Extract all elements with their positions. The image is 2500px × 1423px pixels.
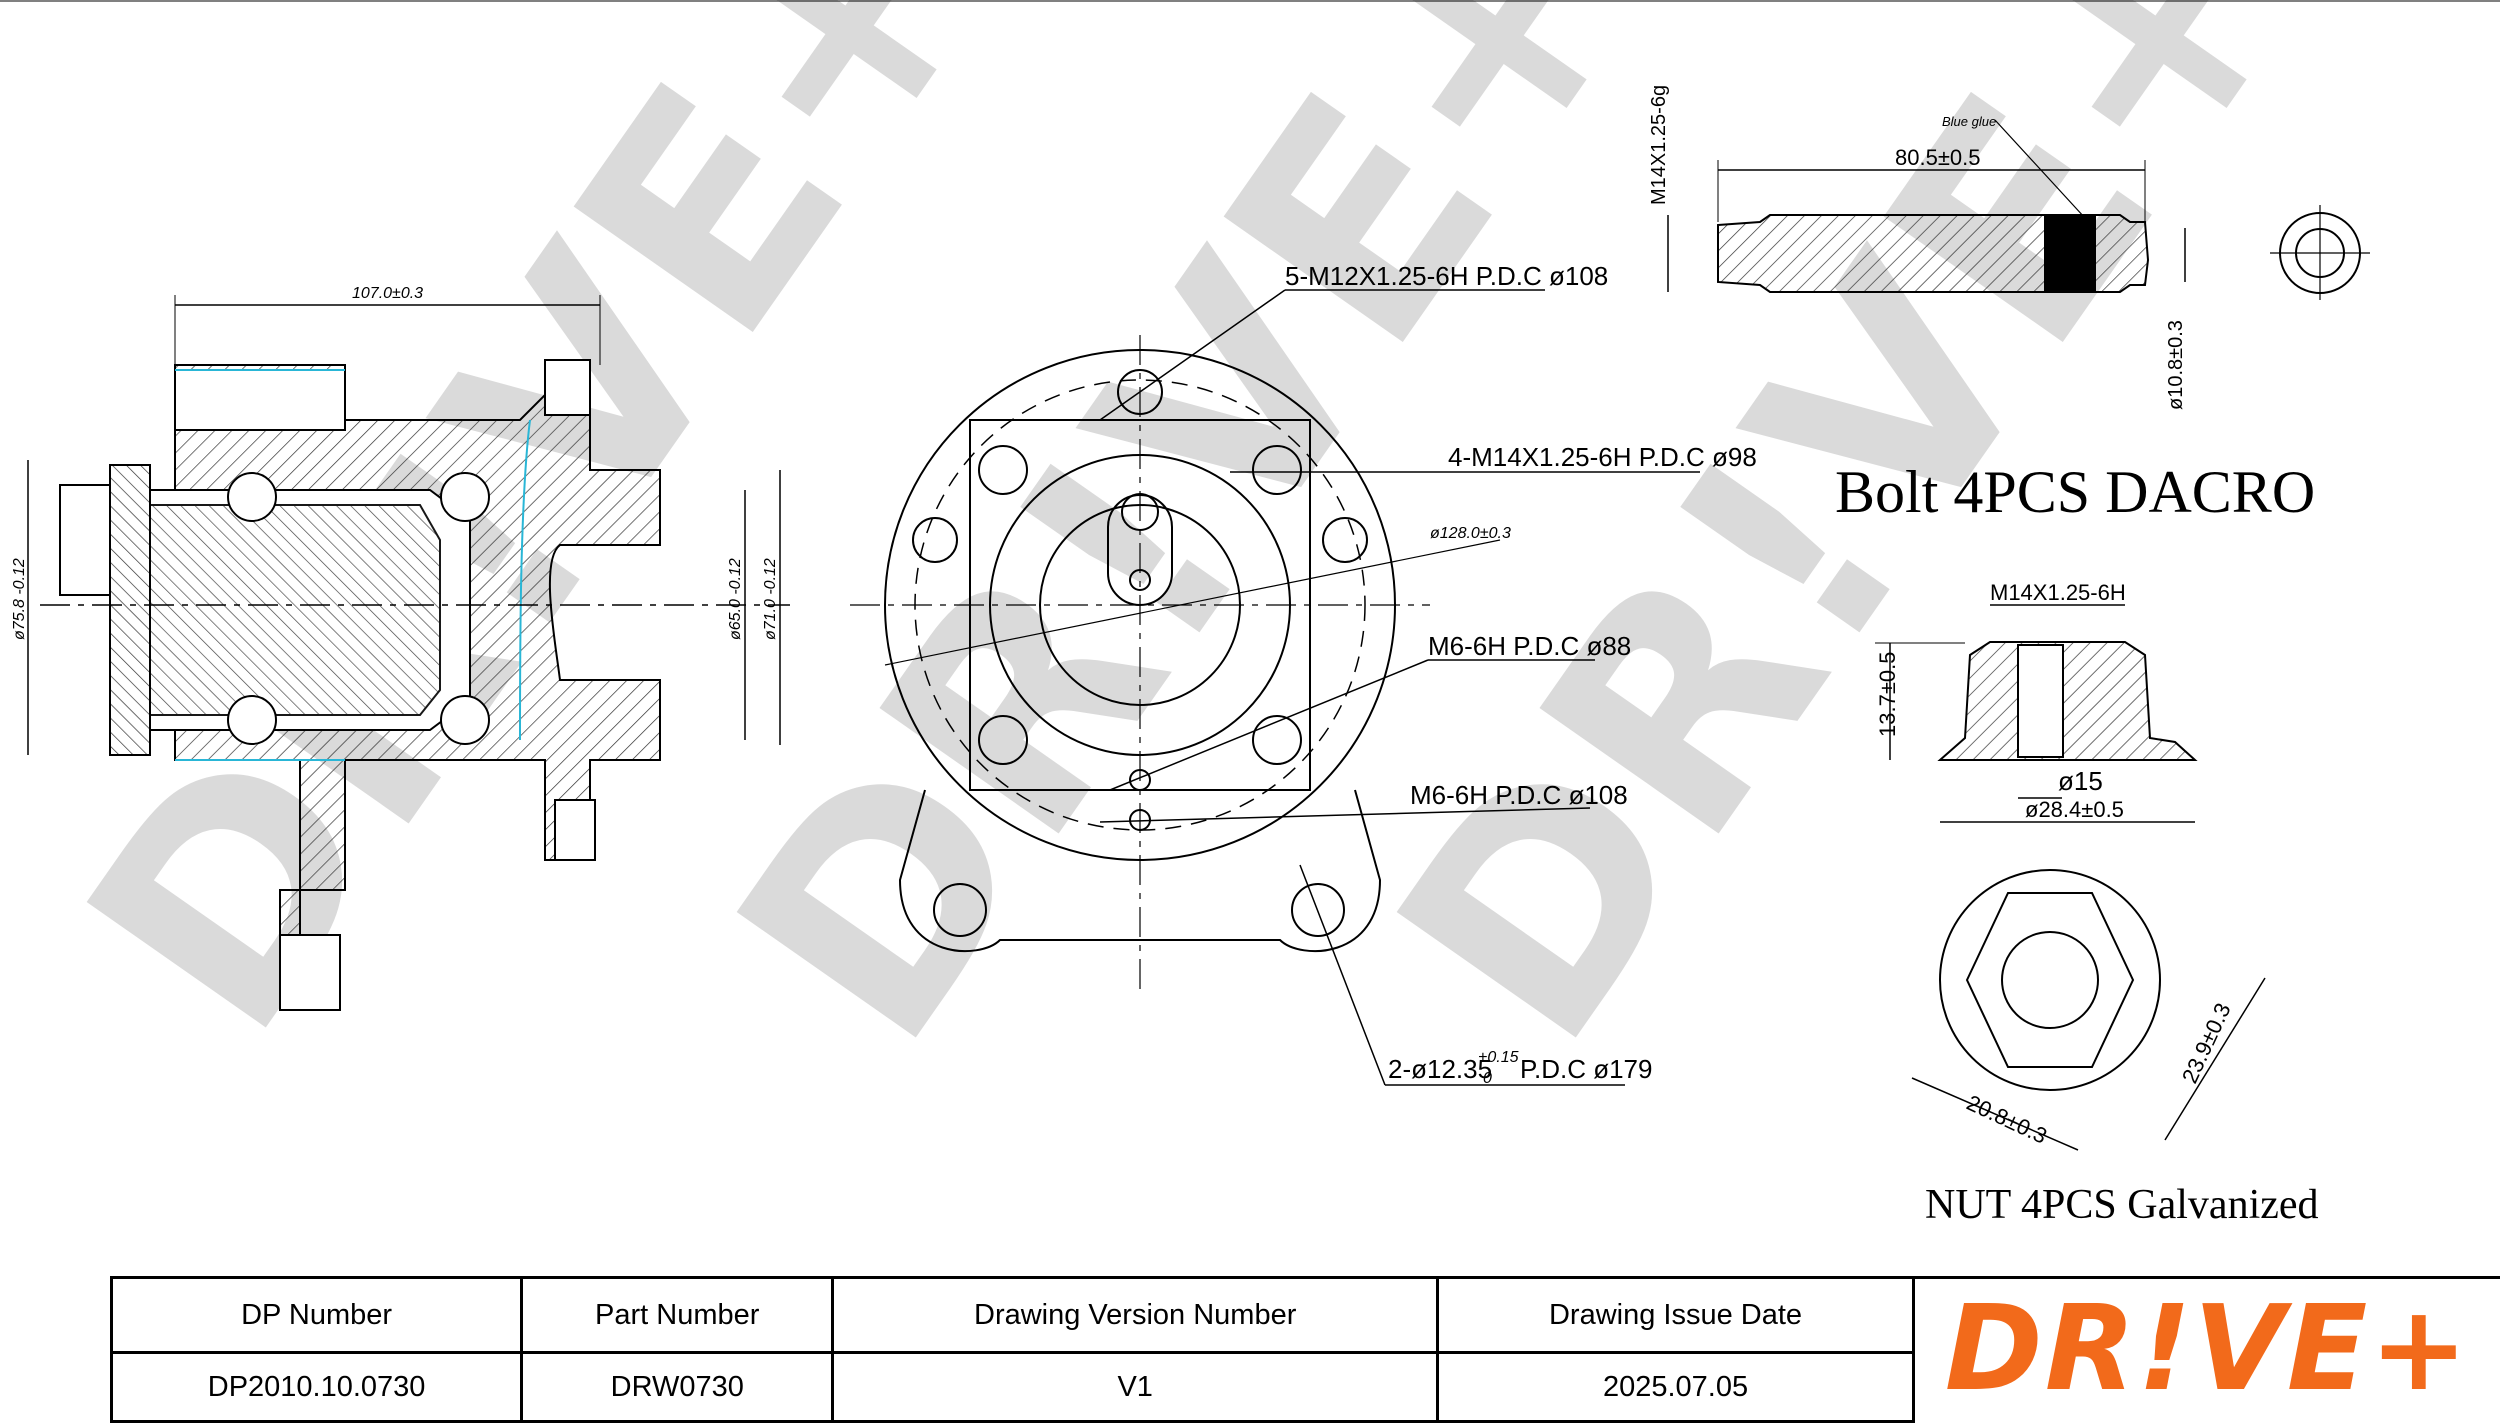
abs-ring [109, 464, 151, 756]
dim-dia-65: ø65.0 -0.12 [727, 558, 744, 640]
label-2-holes-tol-dn: 0 [1483, 1070, 1492, 1087]
hub-section-view [27, 295, 790, 1011]
header-part-number: Part Number [520, 1276, 835, 1354]
title-value-row: DP2010.10.0730 DRW0730 V1 2025.07.05 [109, 1351, 1915, 1423]
square-flange [969, 419, 1311, 791]
bearing-ball-4 [440, 695, 490, 745]
flange-stud-top [174, 369, 346, 431]
cap [59, 484, 111, 596]
value-version: V1 [831, 1351, 1440, 1423]
logo-cell: DR!VE+ [1915, 1276, 2500, 1417]
label-5-m12: 5-M12X1.25-6H P.D.C ø108 [1285, 261, 1608, 291]
nut-height-label: 13.7±0.5 [1875, 652, 1900, 737]
nut-thread-label: M14X1.25-6H [1990, 580, 2126, 605]
label-m6-108: M6-6H P.D.C ø108 [1410, 780, 1628, 810]
header-issue-date: Drawing Issue Date [1436, 1276, 1915, 1354]
label-2-holes-pdc: P.D.C ø179 [1520, 1054, 1652, 1084]
nut-bore [2017, 644, 2064, 758]
label-2-holes: 2-ø12.35 [1388, 1054, 1492, 1084]
bolt-blue-glue-band [2044, 214, 2096, 293]
label-m6-88: M6-6H P.D.C ø88 [1428, 631, 1631, 661]
label-2-holes-tol-up: +0.15 [1478, 1049, 1519, 1066]
nut-hexagon [1965, 892, 2135, 1068]
label-4-m14: 4-M14X1.25-6H P.D.C ø98 [1448, 442, 1757, 472]
bolt-drawing [1667, 119, 2370, 300]
flange-stud-bottom [279, 934, 341, 1011]
nut-across-flats-label: 20.8±0.3 [1963, 1090, 2051, 1149]
bolt-dia-label: ø10.8±0.3 [2165, 320, 2187, 410]
bearing-ball-2 [440, 472, 490, 522]
m14-hole-2 [1252, 445, 1302, 495]
nut-drawing [1875, 604, 2266, 1151]
cyan-edge [175, 369, 531, 761]
header-dp-number: DP Number [109, 1276, 524, 1354]
label-dia-128: ø128.0±0.3 [1430, 525, 1511, 542]
m14-hole-4 [1252, 715, 1302, 765]
bolt-body [1717, 214, 2150, 293]
title-block: DP Number Part Number Drawing Version Nu… [109, 1276, 2500, 1423]
nut-inner-label: ø15 [2058, 766, 2103, 796]
dim-length-107: 107.0±0.3 [352, 285, 423, 302]
header-version: Drawing Version Number [831, 1276, 1440, 1354]
value-issue-date: 2025.07.05 [1436, 1351, 1915, 1423]
m12-hole-left [912, 517, 958, 563]
lug-hole-right [1291, 883, 1345, 937]
title-table: DP Number Part Number Drawing Version Nu… [109, 1276, 1915, 1423]
dim-dia-75: ø75.8 -0.12 [11, 558, 28, 640]
m12-hole-right [1322, 517, 1368, 563]
dim-dia-71: ø71.0 -0.12 [762, 558, 779, 640]
lug-hole-left [933, 883, 987, 937]
nut-hole [2001, 931, 2099, 1029]
bolt-thread-label: M14X1.25-6g [1648, 85, 1670, 205]
bolt-length-label: 80.5±0.5 [1895, 145, 1980, 170]
nut-flange-circle [1939, 869, 2161, 1091]
nut-flange-label: ø28.4±0.5 [2025, 797, 2124, 822]
nut-caption: NUT 4PCS Galvanized [1925, 1182, 2319, 1228]
mounting-lug [898, 789, 1382, 953]
value-part-number: DRW0730 [520, 1351, 835, 1423]
hub-inner-shaft [149, 504, 441, 716]
drive-logo: DR!VE+ [1944, 1279, 2471, 1417]
stud-right-top [544, 359, 591, 416]
m14-hole-1 [978, 445, 1028, 495]
bolt-caption: Bolt 4PCS DACRO [1835, 459, 2315, 525]
nut-side-body [1937, 641, 2198, 761]
stud-right-bottom [554, 799, 596, 861]
title-header-row: DP Number Part Number Drawing Version Nu… [109, 1276, 1915, 1354]
bearing-ball-3 [227, 695, 277, 745]
bolt-glue-label: Blue glue [1942, 114, 1996, 129]
m14-hole-3 [978, 715, 1028, 765]
bearing-ball-1 [227, 472, 277, 522]
value-dp-number: DP2010.10.0730 [109, 1351, 524, 1423]
hub-front-view [850, 289, 1700, 1086]
